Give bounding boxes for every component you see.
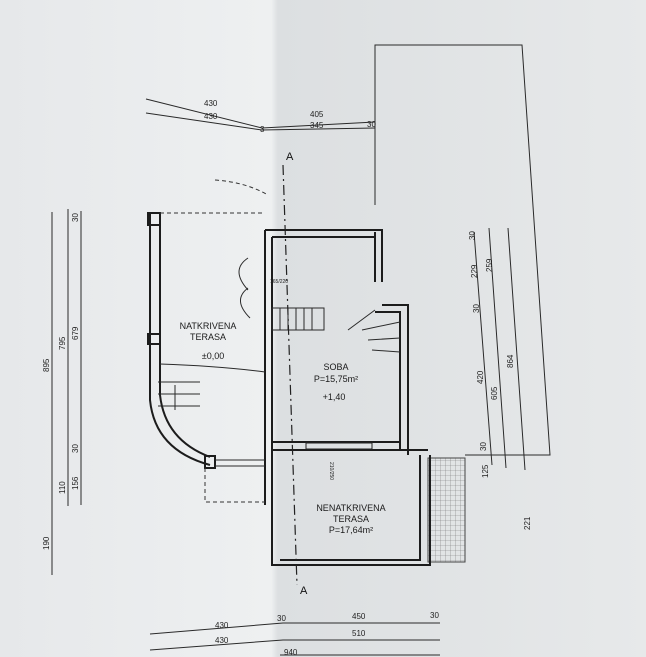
dim-top-1: 430 bbox=[204, 99, 218, 108]
dim-right-9: 864 bbox=[506, 354, 515, 368]
dim-right-7: 259 bbox=[485, 258, 494, 272]
room-nenatkrivena-name2: TERASA bbox=[333, 514, 369, 524]
dim-left-3: 795 bbox=[58, 336, 67, 350]
nenatkrivena-walls bbox=[271, 450, 431, 566]
dim-right-6: 125 bbox=[481, 464, 490, 478]
section-marker-bottom: A bbox=[300, 585, 308, 597]
door-label-2: 210/250 bbox=[328, 462, 334, 480]
dim-bottom-3: 450 bbox=[352, 612, 366, 621]
soba-walls bbox=[264, 229, 428, 505]
section-marker-top: A bbox=[286, 151, 294, 163]
dim-top-4: 3 bbox=[260, 125, 265, 134]
room-soba-name: SOBA bbox=[323, 362, 348, 372]
door-label-1: 165/220 bbox=[270, 279, 288, 285]
dim-right-10: 221 bbox=[523, 516, 532, 530]
dim-left-1: 895 bbox=[42, 358, 51, 372]
natkrivena-walls bbox=[147, 179, 269, 503]
hatched-paving bbox=[427, 457, 466, 563]
dim-bottom-7: 940 bbox=[284, 648, 298, 657]
dim-top-2: 405 bbox=[310, 110, 324, 119]
dim-right-8: 605 bbox=[490, 386, 499, 400]
room-natkrivena-name: NATKRIVENA bbox=[180, 321, 237, 331]
dim-bottom-1: 430 bbox=[215, 621, 229, 630]
room-nenatkrivena-area: P=17,64m² bbox=[329, 525, 373, 535]
dim-right-5: 30 bbox=[479, 442, 488, 451]
dim-top-5: 345 bbox=[310, 121, 324, 130]
dim-right-2: 229 bbox=[470, 264, 479, 278]
dimension-lines-right bbox=[473, 227, 526, 471]
dim-bottom-4: 30 bbox=[430, 611, 439, 620]
dim-bottom-2: 30 bbox=[277, 614, 286, 623]
dim-left-4: 110 bbox=[58, 481, 67, 494]
dim-left-5: 30 bbox=[71, 213, 80, 222]
room-natkrivena-level: ±0,00 bbox=[202, 351, 224, 361]
dimension-lines-top bbox=[145, 98, 376, 131]
room-soba-area: P=15,75m² bbox=[314, 374, 358, 384]
dim-top-6: 30 bbox=[367, 120, 376, 129]
window bbox=[305, 442, 373, 450]
dim-left-2: 190 bbox=[42, 536, 51, 550]
dim-left-7: 30 bbox=[71, 444, 80, 453]
dim-bottom-6: 510 bbox=[352, 629, 366, 638]
dim-top-3: 430 bbox=[204, 112, 218, 121]
dim-right-3: 30 bbox=[472, 304, 481, 313]
dimension-lines-left bbox=[51, 209, 82, 575]
room-nenatkrivena-name: NENATKRIVENA bbox=[316, 503, 385, 513]
dim-left-8: 156 bbox=[71, 476, 80, 490]
room-soba-level: +1,40 bbox=[323, 392, 346, 402]
dimension-lines-bottom bbox=[149, 622, 440, 656]
dim-bottom-5: 430 bbox=[215, 636, 229, 645]
dim-right-1: 30 bbox=[468, 231, 477, 240]
room-natkrivena-name2: TERASA bbox=[190, 332, 226, 342]
plot-boundary bbox=[374, 44, 551, 456]
dim-right-4: 420 bbox=[476, 370, 485, 384]
dim-left-6: 679 bbox=[71, 326, 80, 340]
